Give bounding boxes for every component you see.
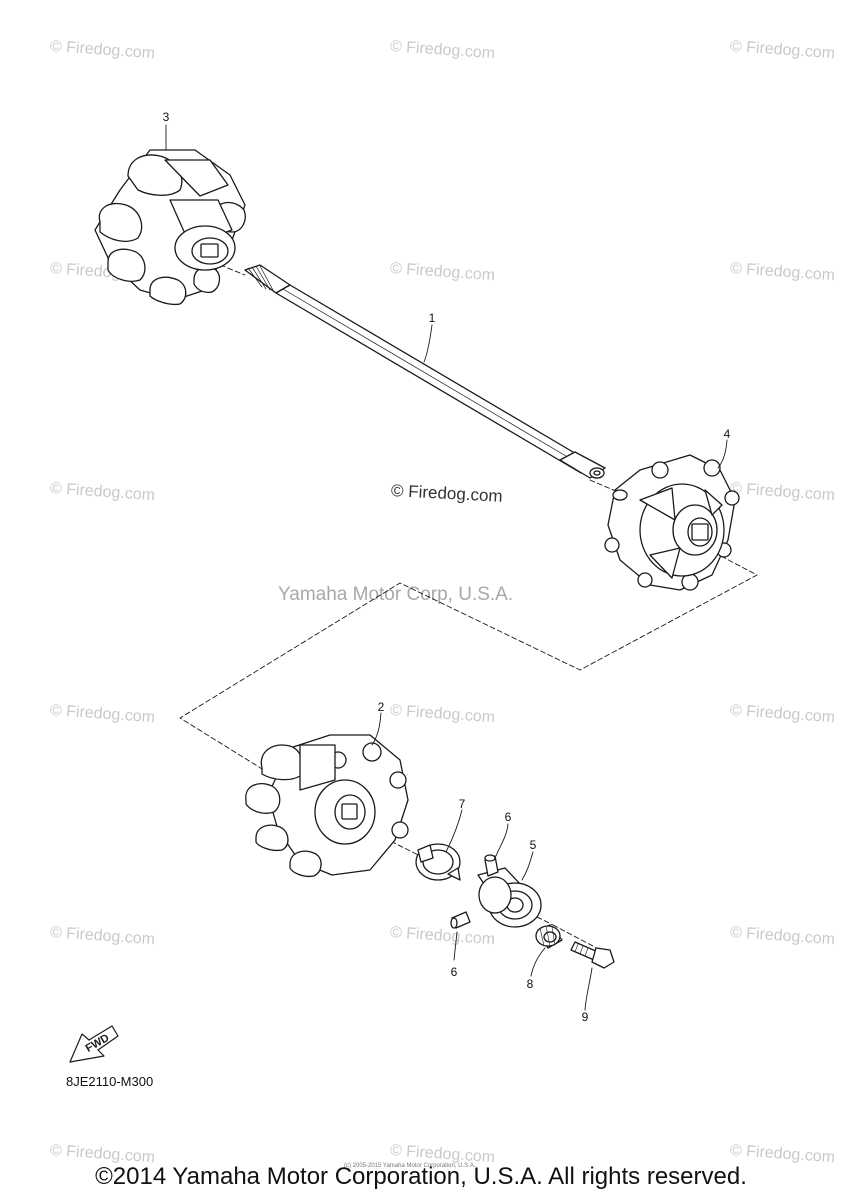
assembly-guide-lines <box>179 261 758 956</box>
sprocket-4 <box>604 454 740 591</box>
callout-4: 4 <box>723 427 731 441</box>
callout-1: 1 <box>428 311 436 325</box>
callout-6-upper: 6 <box>504 810 512 824</box>
tiny-copyright-note: (c) 2005-2015 Yamaha Motor Corporation, … <box>344 1163 476 1169</box>
collar-8 <box>535 924 563 949</box>
set-screw-6-upper <box>484 854 499 877</box>
callout-5: 5 <box>529 838 537 852</box>
bearing-5 <box>477 867 542 928</box>
callout-leaders <box>165 124 728 1011</box>
bolt-9 <box>570 941 615 969</box>
callout-9: 9 <box>581 1010 589 1024</box>
corp-watermark: Yamaha Motor Corp, U.S.A. <box>278 584 514 605</box>
callout-7: 7 <box>458 797 466 811</box>
diagram-code: 8JE2110-M300 <box>66 1074 154 1089</box>
callout-8: 8 <box>526 977 534 991</box>
sprocket-2 <box>245 734 409 878</box>
fwd-arrow-icon <box>69 1025 119 1063</box>
callout-6-lower: 6 <box>450 965 458 979</box>
clip-7 <box>415 843 461 881</box>
sprocket-3 <box>94 149 246 306</box>
set-screw-6-lower <box>450 911 471 929</box>
callout-3: 3 <box>162 110 170 124</box>
drive-shaft-1 <box>244 264 606 479</box>
callout-2: 2 <box>377 700 385 714</box>
copyright-footer: ©2014 Yamaha Motor Corporation, U.S.A. A… <box>95 1163 747 1190</box>
